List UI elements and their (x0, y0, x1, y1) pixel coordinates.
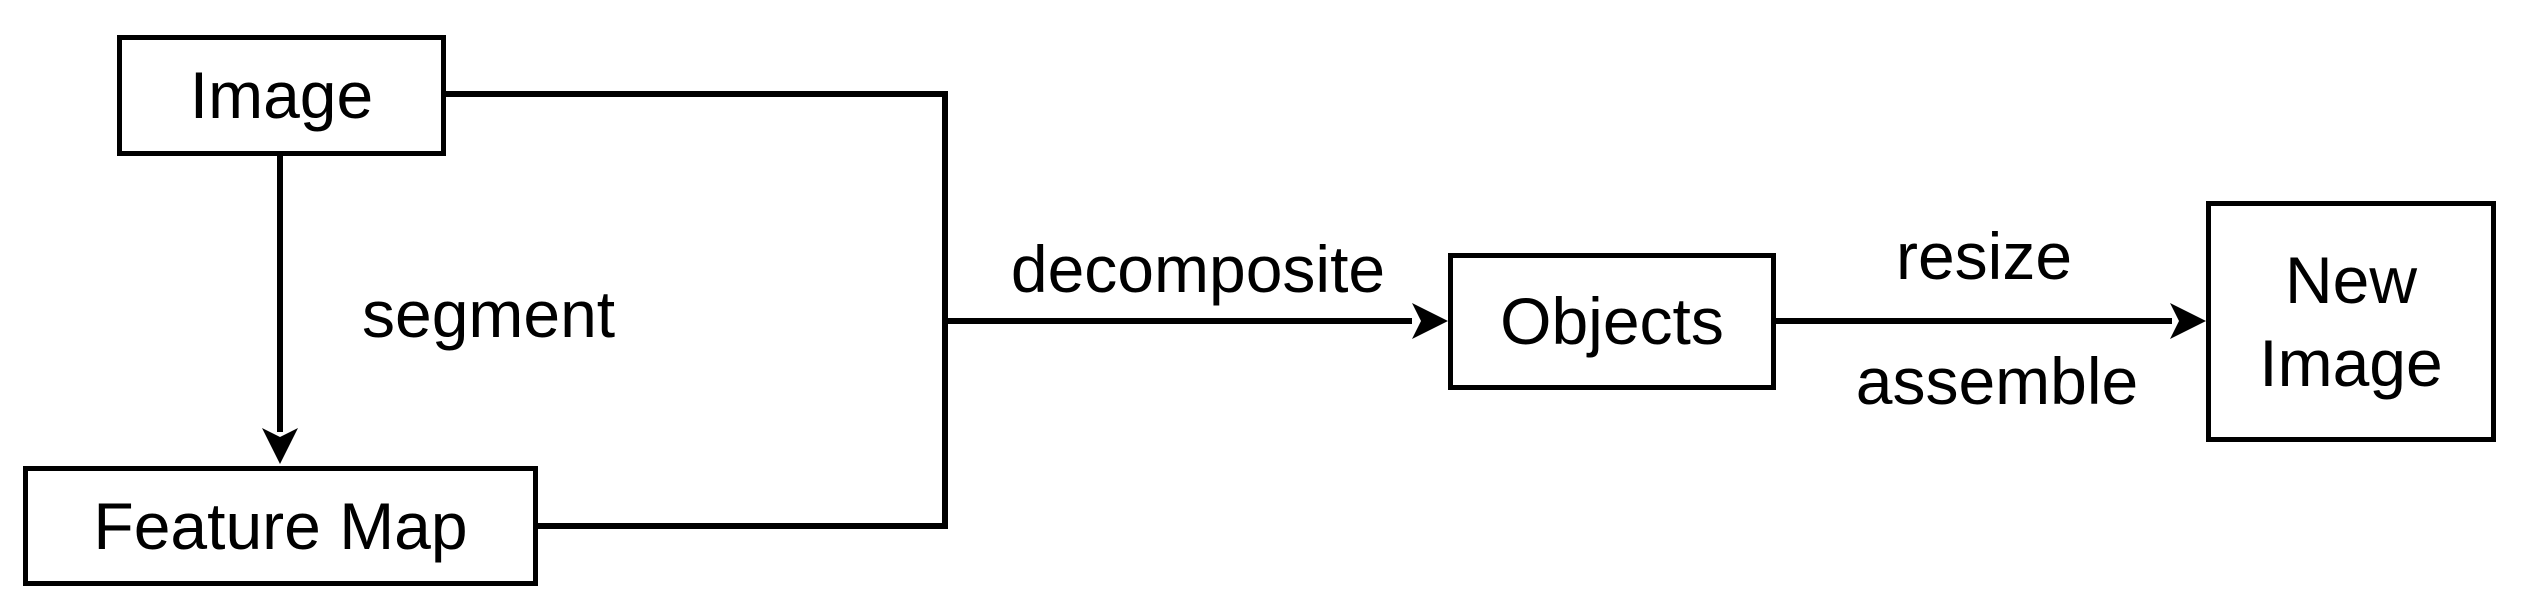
arrowhead-right-icon (2170, 303, 2206, 339)
node-objects-label: Objects (1500, 284, 1724, 359)
node-image: Image (117, 35, 446, 156)
edge-resize-assemble-line (1776, 318, 2172, 324)
node-objects: Objects (1448, 253, 1776, 390)
edge-label-assemble: assemble (1855, 344, 2139, 418)
arrowhead-right-icon (1412, 303, 1448, 339)
node-new-image: New Image (2206, 201, 2496, 442)
node-feature-map-label: Feature Map (93, 488, 468, 563)
edge-label-decomposite: decomposite (1010, 232, 1386, 306)
edge-label-resize: resize (1895, 219, 2073, 293)
edge-segment-line (277, 156, 283, 432)
node-feature-map: Feature Map (23, 466, 538, 586)
node-new-image-label: New Image (2259, 243, 2443, 400)
node-image-label: Image (189, 58, 374, 133)
connector-junction-vertical (942, 91, 948, 529)
edge-decomposite-line (942, 318, 1412, 324)
connector-feature-map-to-junction (538, 523, 948, 529)
connector-image-to-junction (446, 91, 948, 97)
arrowhead-down-icon (262, 428, 298, 464)
edge-label-segment: segment (362, 277, 616, 351)
